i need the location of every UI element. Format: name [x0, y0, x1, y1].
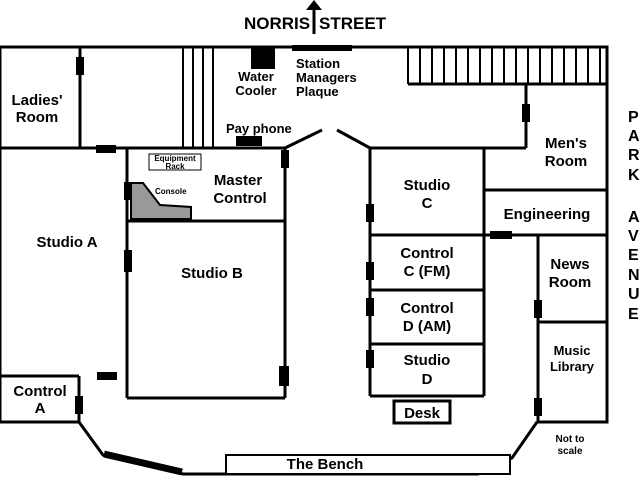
street-letter: P	[628, 109, 639, 126]
street-letter: E	[628, 247, 639, 264]
engineering-label: Engineering	[504, 206, 591, 223]
studio-a-label: Studio A	[36, 234, 97, 251]
door	[76, 57, 84, 75]
control-a-label-line2: A	[35, 400, 46, 417]
street-letter: K	[628, 167, 640, 184]
street-letter: R	[628, 147, 640, 164]
northeast-stairs	[407, 47, 607, 86]
ladies-room-label-line2: Room	[16, 109, 59, 126]
door	[96, 145, 116, 153]
door	[366, 262, 374, 280]
street-letter: V	[628, 228, 639, 245]
street-letter: E	[628, 306, 639, 323]
door	[522, 104, 530, 122]
north-stairs	[182, 47, 214, 148]
studio-d-label-line1: Studio	[404, 352, 451, 369]
doors	[75, 45, 542, 476]
control-c-label-line2: C (FM)	[404, 263, 451, 280]
music-library-label-line1: Music	[554, 343, 591, 358]
desk	[392, 399, 452, 425]
mens-room-label-line2: Room	[545, 153, 588, 170]
console-icon	[130, 182, 192, 220]
plaque-icon	[292, 45, 352, 51]
studio-c-label-line2: C	[422, 195, 433, 212]
plaque-label-line2: Managers	[296, 70, 357, 85]
equipment-rack-label-line1: Equipment	[154, 154, 196, 163]
news-room-label-line1: News	[550, 256, 589, 273]
door	[366, 204, 374, 222]
studio-d-label-line2: D	[422, 371, 433, 388]
door	[103, 450, 183, 476]
street-street-label: STREET	[319, 14, 387, 33]
street-letter: U	[628, 286, 640, 303]
outer-walls	[0, 45, 609, 476]
scale-note-line1: Not to	[556, 434, 585, 445]
street-letter: A	[628, 128, 640, 145]
master-control-label-line2: Control	[213, 190, 266, 207]
the-bench-label: The Bench	[287, 456, 364, 473]
door	[279, 366, 289, 386]
street-letter: A	[628, 209, 640, 226]
door	[534, 300, 542, 318]
console-label: Console	[155, 187, 187, 196]
the-bench	[225, 454, 511, 475]
plaque-label-line1: Station	[296, 56, 340, 71]
mens-room-label-line1: Men's	[545, 135, 587, 152]
control-d-label-line1: Control	[400, 300, 453, 317]
street-norris-label: NORRIS	[244, 14, 310, 33]
street-letter: N	[628, 267, 640, 284]
door	[97, 372, 117, 380]
street-park-avenue: P A R K A V E N U E	[628, 109, 640, 323]
door	[281, 150, 289, 168]
door	[75, 396, 83, 414]
control-a-label-line1: Control	[13, 383, 66, 400]
ladies-room-label-line1: Ladies'	[11, 92, 62, 109]
door	[366, 350, 374, 368]
door	[366, 298, 374, 316]
water-cooler-label-line1: Water	[238, 69, 274, 84]
west-walls	[0, 47, 323, 422]
door	[490, 231, 512, 239]
equipment-rack-icon	[148, 153, 202, 171]
studio-c-label-line1: Studio	[404, 177, 451, 194]
water-cooler-icon	[251, 47, 275, 69]
master-control-label-line1: Master	[214, 172, 263, 189]
door	[236, 136, 262, 146]
pay-phone-label: Pay phone	[226, 121, 292, 136]
equipment-rack-label-line2: Rack	[165, 162, 185, 171]
control-d-label-line2: D (AM)	[403, 318, 451, 335]
water-cooler-label-line2: Cooler	[235, 83, 276, 98]
door	[124, 182, 132, 200]
north-arrow-icon	[306, 0, 322, 34]
news-room-label-line2: Room	[549, 274, 592, 291]
music-library-label-line2: Library	[550, 359, 595, 374]
door	[534, 398, 542, 416]
studio-b-label: Studio B	[181, 265, 243, 282]
plaque-label-line3: Plaque	[296, 84, 339, 99]
desk-label: Desk	[404, 405, 441, 422]
door	[124, 250, 132, 272]
control-c-label-line1: Control	[400, 245, 453, 262]
scale-note-line2: scale	[557, 446, 582, 457]
